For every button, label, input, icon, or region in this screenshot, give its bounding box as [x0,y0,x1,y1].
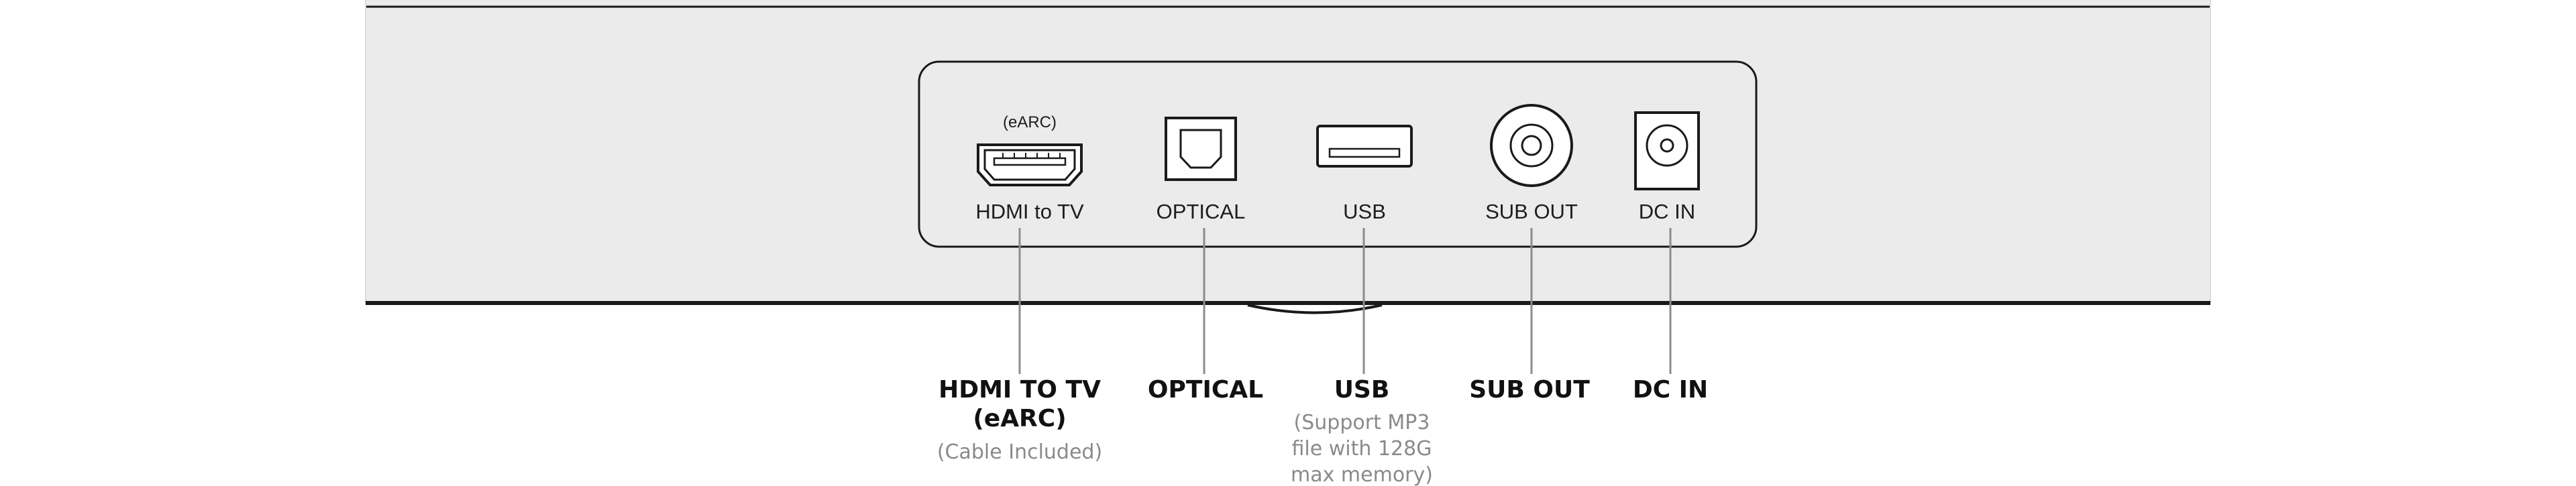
usb-callout: USB (Support MP3 file with 128G max memo… [1291,376,1433,486]
sub-out-port-label: SUB OUT [1485,200,1578,223]
hdmi-callout-title: HDMI TO TV [938,376,1101,404]
dc-in-port-label: DC IN [1639,200,1695,223]
usb-callout-title: USB [1334,376,1390,404]
hdmi-earc-label: (eARC) [1003,113,1057,131]
optical-port[interactable]: OPTICAL [1157,117,1246,223]
sub-out-port[interactable]: SUB OUT [1485,104,1578,223]
hdmi-port-label: HDMI to TV [975,200,1084,223]
dc-in-port[interactable]: DC IN [1634,111,1700,223]
hdmi-callout-note: (Cable Included) [937,440,1102,464]
hdmi-port[interactable]: (eARC) HDMI to TV [975,113,1084,223]
rca-jack-icon [1490,104,1573,187]
usb-callout-note-line2: file with 128G [1292,437,1432,461]
sub-out-callout-title: SUB OUT [1469,376,1590,404]
optical-callout-title: OPTICAL [1148,376,1263,404]
optical-callout: OPTICAL [1148,376,1263,404]
dc-in-callout-title: DC IN [1633,376,1708,404]
usb-port[interactable]: USB [1316,125,1413,223]
hdmi-callout-subtitle: (eARC) [973,405,1066,432]
usb-callout-note-line3: max memory) [1291,463,1433,486]
sub-out-callout: SUB OUT [1469,376,1590,404]
optical-port-icon [1165,117,1237,181]
usb-callout-note-line1: (Support MP3 [1294,411,1430,434]
dc-in-callout: DC IN [1633,376,1708,404]
hdmi-callout: HDMI TO TV (eARC) (Cable Included) [937,376,1102,464]
optical-port-label: OPTICAL [1157,200,1246,223]
usb-port-label: USB [1343,200,1386,223]
leader-lines [1018,228,1672,374]
usb-port-icon [1316,125,1413,168]
